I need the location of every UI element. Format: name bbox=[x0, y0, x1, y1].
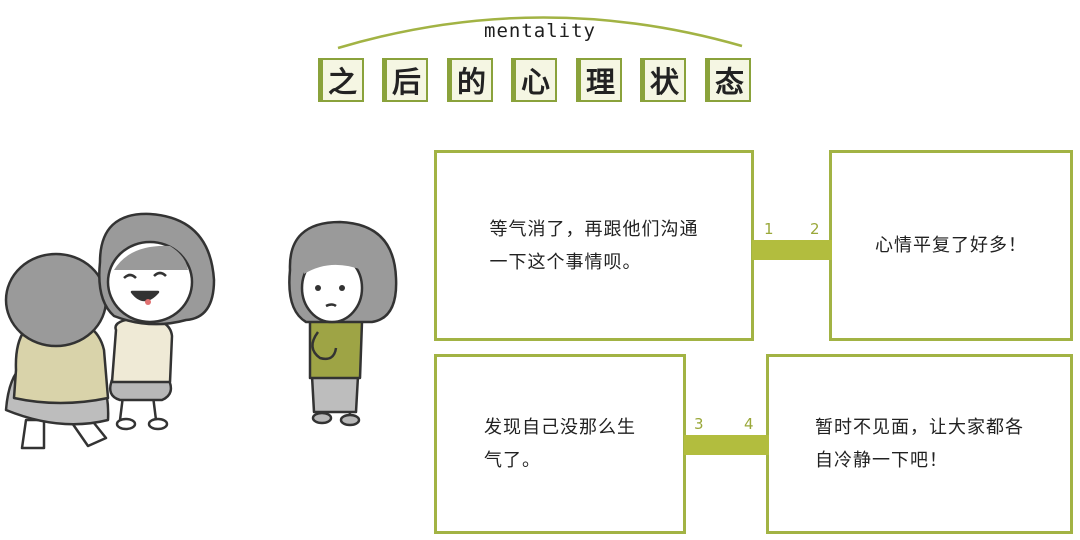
title-char-6: 状 bbox=[640, 58, 686, 102]
card-4: 暂时不见面，让大家都各 自冷静一下吧！ bbox=[766, 354, 1073, 534]
connector-label-3: 3 bbox=[694, 415, 704, 433]
header-arc bbox=[337, 16, 743, 50]
card-1: 等气消了，再跟他们沟通 一下这个事情呗。 bbox=[434, 150, 754, 341]
card-4-line-2: 自冷静一下吧！ bbox=[815, 450, 948, 471]
connector-1-2 bbox=[752, 240, 832, 260]
connector-3-4 bbox=[684, 435, 769, 455]
person-thinking-icon bbox=[288, 220, 398, 427]
connector-label-1: 1 bbox=[764, 220, 774, 238]
card-1-line-2: 一下这个事情呗。 bbox=[489, 251, 642, 273]
connector-label-2: 2 bbox=[810, 220, 820, 238]
title-char-5: 理 bbox=[576, 58, 622, 102]
card-2-line-1: 心情平复了好多！ bbox=[875, 235, 1027, 256]
person-laughing-icon bbox=[98, 212, 216, 431]
card-3-line-1: 发现自己没那么生 bbox=[484, 417, 636, 438]
card-2: 心情平复了好多！ bbox=[829, 150, 1073, 341]
title-char-7: 态 bbox=[705, 58, 751, 102]
card-4-line-1: 暂时不见面，让大家都各 bbox=[815, 417, 1024, 438]
title-char-3: 的 bbox=[447, 58, 493, 102]
illustration bbox=[4, 212, 398, 450]
card-3: 发现自己没那么生 气了。 bbox=[434, 354, 686, 534]
title-char-2: 后 bbox=[382, 58, 428, 102]
card-1-line-1: 等气消了，再跟他们沟通 bbox=[489, 218, 699, 240]
person-back-icon bbox=[4, 252, 110, 450]
title-char-1: 之 bbox=[318, 58, 364, 102]
title-char-4: 心 bbox=[511, 58, 557, 102]
card-3-line-2: 气了。 bbox=[484, 450, 541, 471]
header-subtitle: mentality bbox=[484, 20, 596, 42]
connector-label-4: 4 bbox=[744, 415, 754, 433]
